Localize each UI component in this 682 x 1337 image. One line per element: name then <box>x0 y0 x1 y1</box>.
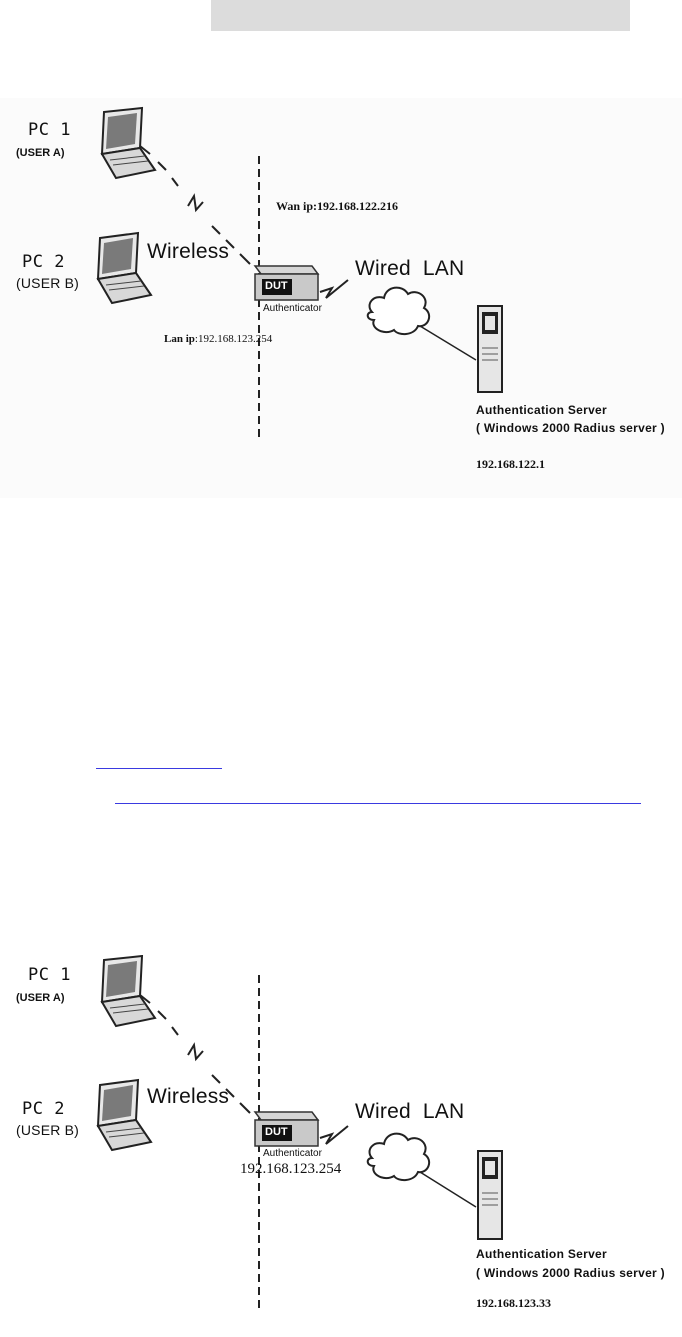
laptop-icon-pc1 <box>102 956 155 1026</box>
dut-ip-label: 192.168.123.254 <box>240 1162 341 1177</box>
pc2-label: PC 2 <box>22 1101 65 1118</box>
server-title: Authentication Server <box>476 404 607 416</box>
link-underline-1[interactable] <box>96 768 222 769</box>
pc1-user-label: (USER A) <box>16 148 64 159</box>
lan-ip-prefix: Lan ip <box>164 333 195 345</box>
pc1-label: PC 1 <box>28 122 71 139</box>
network-diagram-wan: PC 1 (USER A) PC 2 (USER B) Wireless Wir… <box>0 98 682 498</box>
server-subtitle: ( Windows 2000 Radius server ) <box>476 1267 665 1279</box>
wired-lan-label: Wired LAN <box>355 1101 464 1122</box>
laptop-icon-pc1 <box>102 108 155 178</box>
header-bar <box>211 0 630 31</box>
diagram-graphics <box>0 98 682 498</box>
pc2-user-label: (USER B) <box>16 276 79 290</box>
wired-link-line <box>420 326 476 360</box>
wan-ip-label: Wan ip:192.168.122.216 <box>276 200 398 212</box>
pc2-user-label: (USER B) <box>16 1123 79 1137</box>
server-title: Authentication Server <box>476 1248 607 1260</box>
pc1-label: PC 1 <box>28 967 71 984</box>
laptop-icon-pc2 <box>98 233 151 303</box>
pc1-user-label: (USER A) <box>16 993 64 1004</box>
dut-label: DUT <box>265 1127 288 1138</box>
server-ip-label: 192.168.123.33 <box>476 1297 551 1309</box>
wired-link-bolt <box>320 1126 348 1144</box>
wireless-label: Wireless <box>147 1086 229 1107</box>
laptop-icon-pc2 <box>98 1080 151 1150</box>
dut-label: DUT <box>265 281 288 292</box>
server-icon <box>478 1151 502 1239</box>
lan-ip-label: Lan ip:192.168.123.254 <box>164 334 272 345</box>
wired-link-bolt <box>320 280 348 298</box>
network-diagram-lan: PC 1 (USER A) PC 2 (USER B) Wireless Wir… <box>0 955 682 1325</box>
authenticator-label: Authenticator <box>263 1149 322 1159</box>
network-cloud-icon <box>368 288 429 334</box>
server-subtitle: ( Windows 2000 Radius server ) <box>476 422 665 434</box>
wired-link-line <box>420 1172 476 1207</box>
pc2-label: PC 2 <box>22 254 65 271</box>
server-icon <box>478 306 502 392</box>
authenticator-label: Authenticator <box>263 304 322 314</box>
network-cloud-icon <box>368 1134 429 1180</box>
lan-ip-value: :192.168.123.254 <box>195 333 272 345</box>
wired-lan-label: Wired LAN <box>355 258 464 279</box>
wireless-label: Wireless <box>147 241 229 262</box>
link-underline-2[interactable] <box>115 803 641 804</box>
server-ip-label: 192.168.122.1 <box>476 458 545 470</box>
